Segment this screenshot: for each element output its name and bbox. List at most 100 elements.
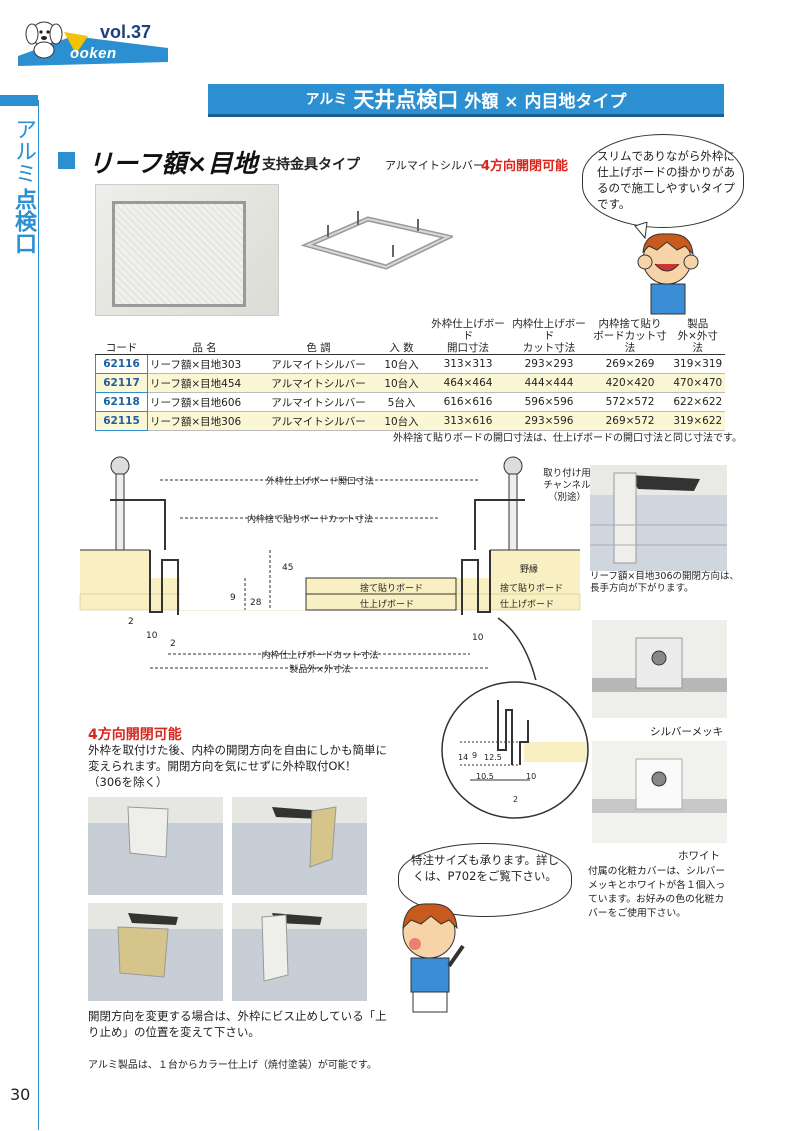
- side-index-line1: アルミ: [11, 118, 36, 184]
- page-number: 30: [10, 1085, 31, 1104]
- feature-caption: 開閉方向を変更する場合は、外枠にビス止めしている「上り止め」の位置を変えて下さい…: [88, 1009, 387, 1039]
- section-marker: [58, 152, 75, 169]
- table-header-row: コード 品 名 色 調 入 数 外枠仕上げボード 開口寸法 内枠仕上げボード カ…: [95, 318, 725, 355]
- cell-color: アルマイトシルバー: [261, 373, 376, 393]
- cell-inner-sute: 420×420: [589, 373, 671, 393]
- label-sute-right: 捨て貼りボード: [500, 582, 563, 594]
- cell-code: 62117: [95, 373, 148, 393]
- det-105: 10.5: [476, 772, 494, 781]
- side-index-line2: 点検口: [11, 188, 36, 254]
- dim-2-left: 2: [128, 617, 134, 627]
- label-sute: 捨て貼りボード: [360, 582, 423, 594]
- dim-10-right: 10: [472, 633, 484, 643]
- col-qty: 入 数: [375, 318, 428, 355]
- dim-10-left: 10: [146, 631, 158, 641]
- spec-table: コード 品 名 色 調 入 数 外枠仕上げボード 開口寸法 内枠仕上げボード カ…: [95, 318, 725, 431]
- dim-inner-finish-cut: 内枠仕上げボードカット寸法: [261, 649, 378, 661]
- cell-inner-cut: 596×596: [508, 392, 590, 412]
- det-125: 12.5: [484, 753, 502, 762]
- cell-qty: 10台入: [375, 411, 428, 431]
- cell-size: 319×622: [670, 411, 725, 431]
- footer-note: アルミ製品は、１台からカラー仕上げ（焼付塗装）が可能です。: [88, 1060, 377, 1071]
- cell-outer-open: 313×313: [427, 354, 509, 374]
- cell-color: アルマイトシルバー: [261, 411, 376, 431]
- opening-photo-2: [232, 797, 367, 895]
- cell-inner-cut: 293×596: [508, 411, 590, 431]
- photo-306-opening: [590, 465, 727, 571]
- cell-qty: 5台入: [375, 392, 428, 412]
- label-noburi: 野縁: [520, 563, 538, 575]
- cell-color: アルマイトシルバー: [261, 354, 376, 374]
- cell-outer-open: 616×616: [427, 392, 509, 412]
- table-note: 外枠捨て貼りボードの開口寸法は、仕上げボードの開口寸法と同じ寸法です。: [393, 433, 742, 444]
- speech-bubble: [582, 134, 744, 228]
- cell-inner-sute: 269×269: [589, 354, 671, 374]
- feature-title: 4方向開閉可能: [88, 727, 182, 743]
- col-outer-open: 外枠仕上げボード 開口寸法: [427, 318, 509, 355]
- cell-inner-sute: 269×572: [589, 411, 671, 431]
- speech-bubble-2-text: 特注サイズも承ります。詳しくは、P702をご覧下さい。: [410, 853, 559, 883]
- dim-45: 45: [282, 563, 293, 573]
- speech-bubble-text: スリムでありながら外枠に仕上げボードの掛かりがあるので施工しやすいタイプです。: [597, 149, 735, 211]
- label-shiage: 仕上げボード: [360, 598, 414, 610]
- photo-silver-cover: [592, 620, 727, 718]
- det-14: 14: [458, 753, 468, 762]
- brand-logo: [18, 14, 178, 74]
- det-10: 10: [526, 772, 536, 781]
- cell-inner-cut: 293×293: [508, 354, 590, 374]
- dim-inner-cut: 内枠捨て貼りボードカット寸法: [247, 513, 373, 525]
- cell-size: 470×470: [670, 373, 725, 393]
- feature-text: 外枠を取付けた後、内枠の開閉方向を自由にしかも簡単に変えられます。開閉方向を気に…: [88, 743, 387, 789]
- section-color: アルマイトシルバー: [385, 159, 484, 172]
- product-photo-panel: [95, 184, 279, 316]
- dim-outer-open: 外枠仕上げボード開口寸法: [266, 475, 374, 487]
- photo-white-cover: [592, 741, 727, 843]
- cell-code: 62118: [95, 392, 148, 412]
- dim-outer-size: 製品外×外寸法: [289, 663, 351, 675]
- col-inner-cut: 内枠仕上げボード カット寸法: [508, 318, 590, 355]
- table-row: 62117 リーフ額×目地454 アルマイトシルバー 10台入 464×464 …: [95, 373, 725, 393]
- cell-name: リーフ額×目地303: [147, 354, 262, 374]
- col-inner-sute: 内枠捨て貼り ボードカット寸法: [589, 318, 671, 355]
- dog-mascot-icon: [18, 21, 168, 66]
- cell-name: リーフ額×目地606: [147, 392, 262, 412]
- photo-caption-white: ホワイト: [678, 850, 720, 862]
- channel-label: 取り付け用 チャンネル （別途）: [543, 468, 591, 503]
- brand-name: ooken: [70, 45, 117, 62]
- label-shiage-right: 仕上げボード: [500, 598, 554, 610]
- photo-caption-306: リーフ額×目地306の開閉方向は、長手方向が下がります。: [590, 571, 740, 594]
- cell-code: 62116: [95, 354, 148, 374]
- side-index-label: アルミ 点検口: [10, 118, 36, 254]
- product-photo-frame: [300, 211, 453, 270]
- opening-photo-3: [88, 903, 223, 1001]
- title-type: 外額 × 内目地タイプ: [464, 91, 627, 112]
- opening-photo-1: [88, 797, 223, 895]
- col-color: 色 調: [261, 318, 376, 355]
- page-title-bar: アルミ 天井点検口 外額 × 内目地タイプ: [208, 84, 724, 117]
- cell-outer-open: 464×464: [427, 373, 509, 393]
- cell-size: 319×319: [670, 354, 725, 374]
- boy-pointing-mascot-icon: [402, 903, 465, 1013]
- det-9: 9: [472, 751, 477, 760]
- boy-mascot-icon: [634, 222, 699, 315]
- photo-caption-silver: シルバーメッキ: [650, 726, 724, 738]
- cover-note: 付属の化粧カバーは、シルバーメッキとホワイトが各１個入っています。お好みの色の化…: [588, 866, 726, 919]
- cell-name: リーフ額×目地454: [147, 373, 262, 393]
- cell-qty: 10台入: [375, 373, 428, 393]
- detail-magnifier: 14 9 12.5 10.5 10 2: [441, 681, 589, 819]
- side-divider: [38, 100, 39, 1130]
- cell-code: 62115: [95, 411, 148, 431]
- dim-9: 9: [230, 593, 236, 603]
- section-subtitle: 支持金具タイプ: [262, 157, 360, 173]
- dim-28: 28: [250, 598, 262, 608]
- volume-label: vol.37: [100, 22, 152, 42]
- cell-inner-cut: 444×444: [508, 373, 590, 393]
- page-title: 天井点検口: [353, 88, 459, 112]
- cell-name: リーフ額×目地306: [147, 411, 262, 431]
- table-row: 62115 リーフ額×目地306 アルマイトシルバー 10台入 313×616 …: [95, 411, 725, 431]
- det-2: 2: [513, 795, 518, 804]
- table-row: 62116 リーフ額×目地303 アルマイトシルバー 10台入 313×313 …: [95, 354, 725, 374]
- section-feature: 4方向開閉可能: [481, 159, 569, 174]
- cell-color: アルマイトシルバー: [261, 392, 376, 412]
- cross-section-diagram: 外枠仕上げボード開口寸法 内枠捨て貼りボードカット寸法 内枠仕上げボードカット寸…: [79, 456, 581, 680]
